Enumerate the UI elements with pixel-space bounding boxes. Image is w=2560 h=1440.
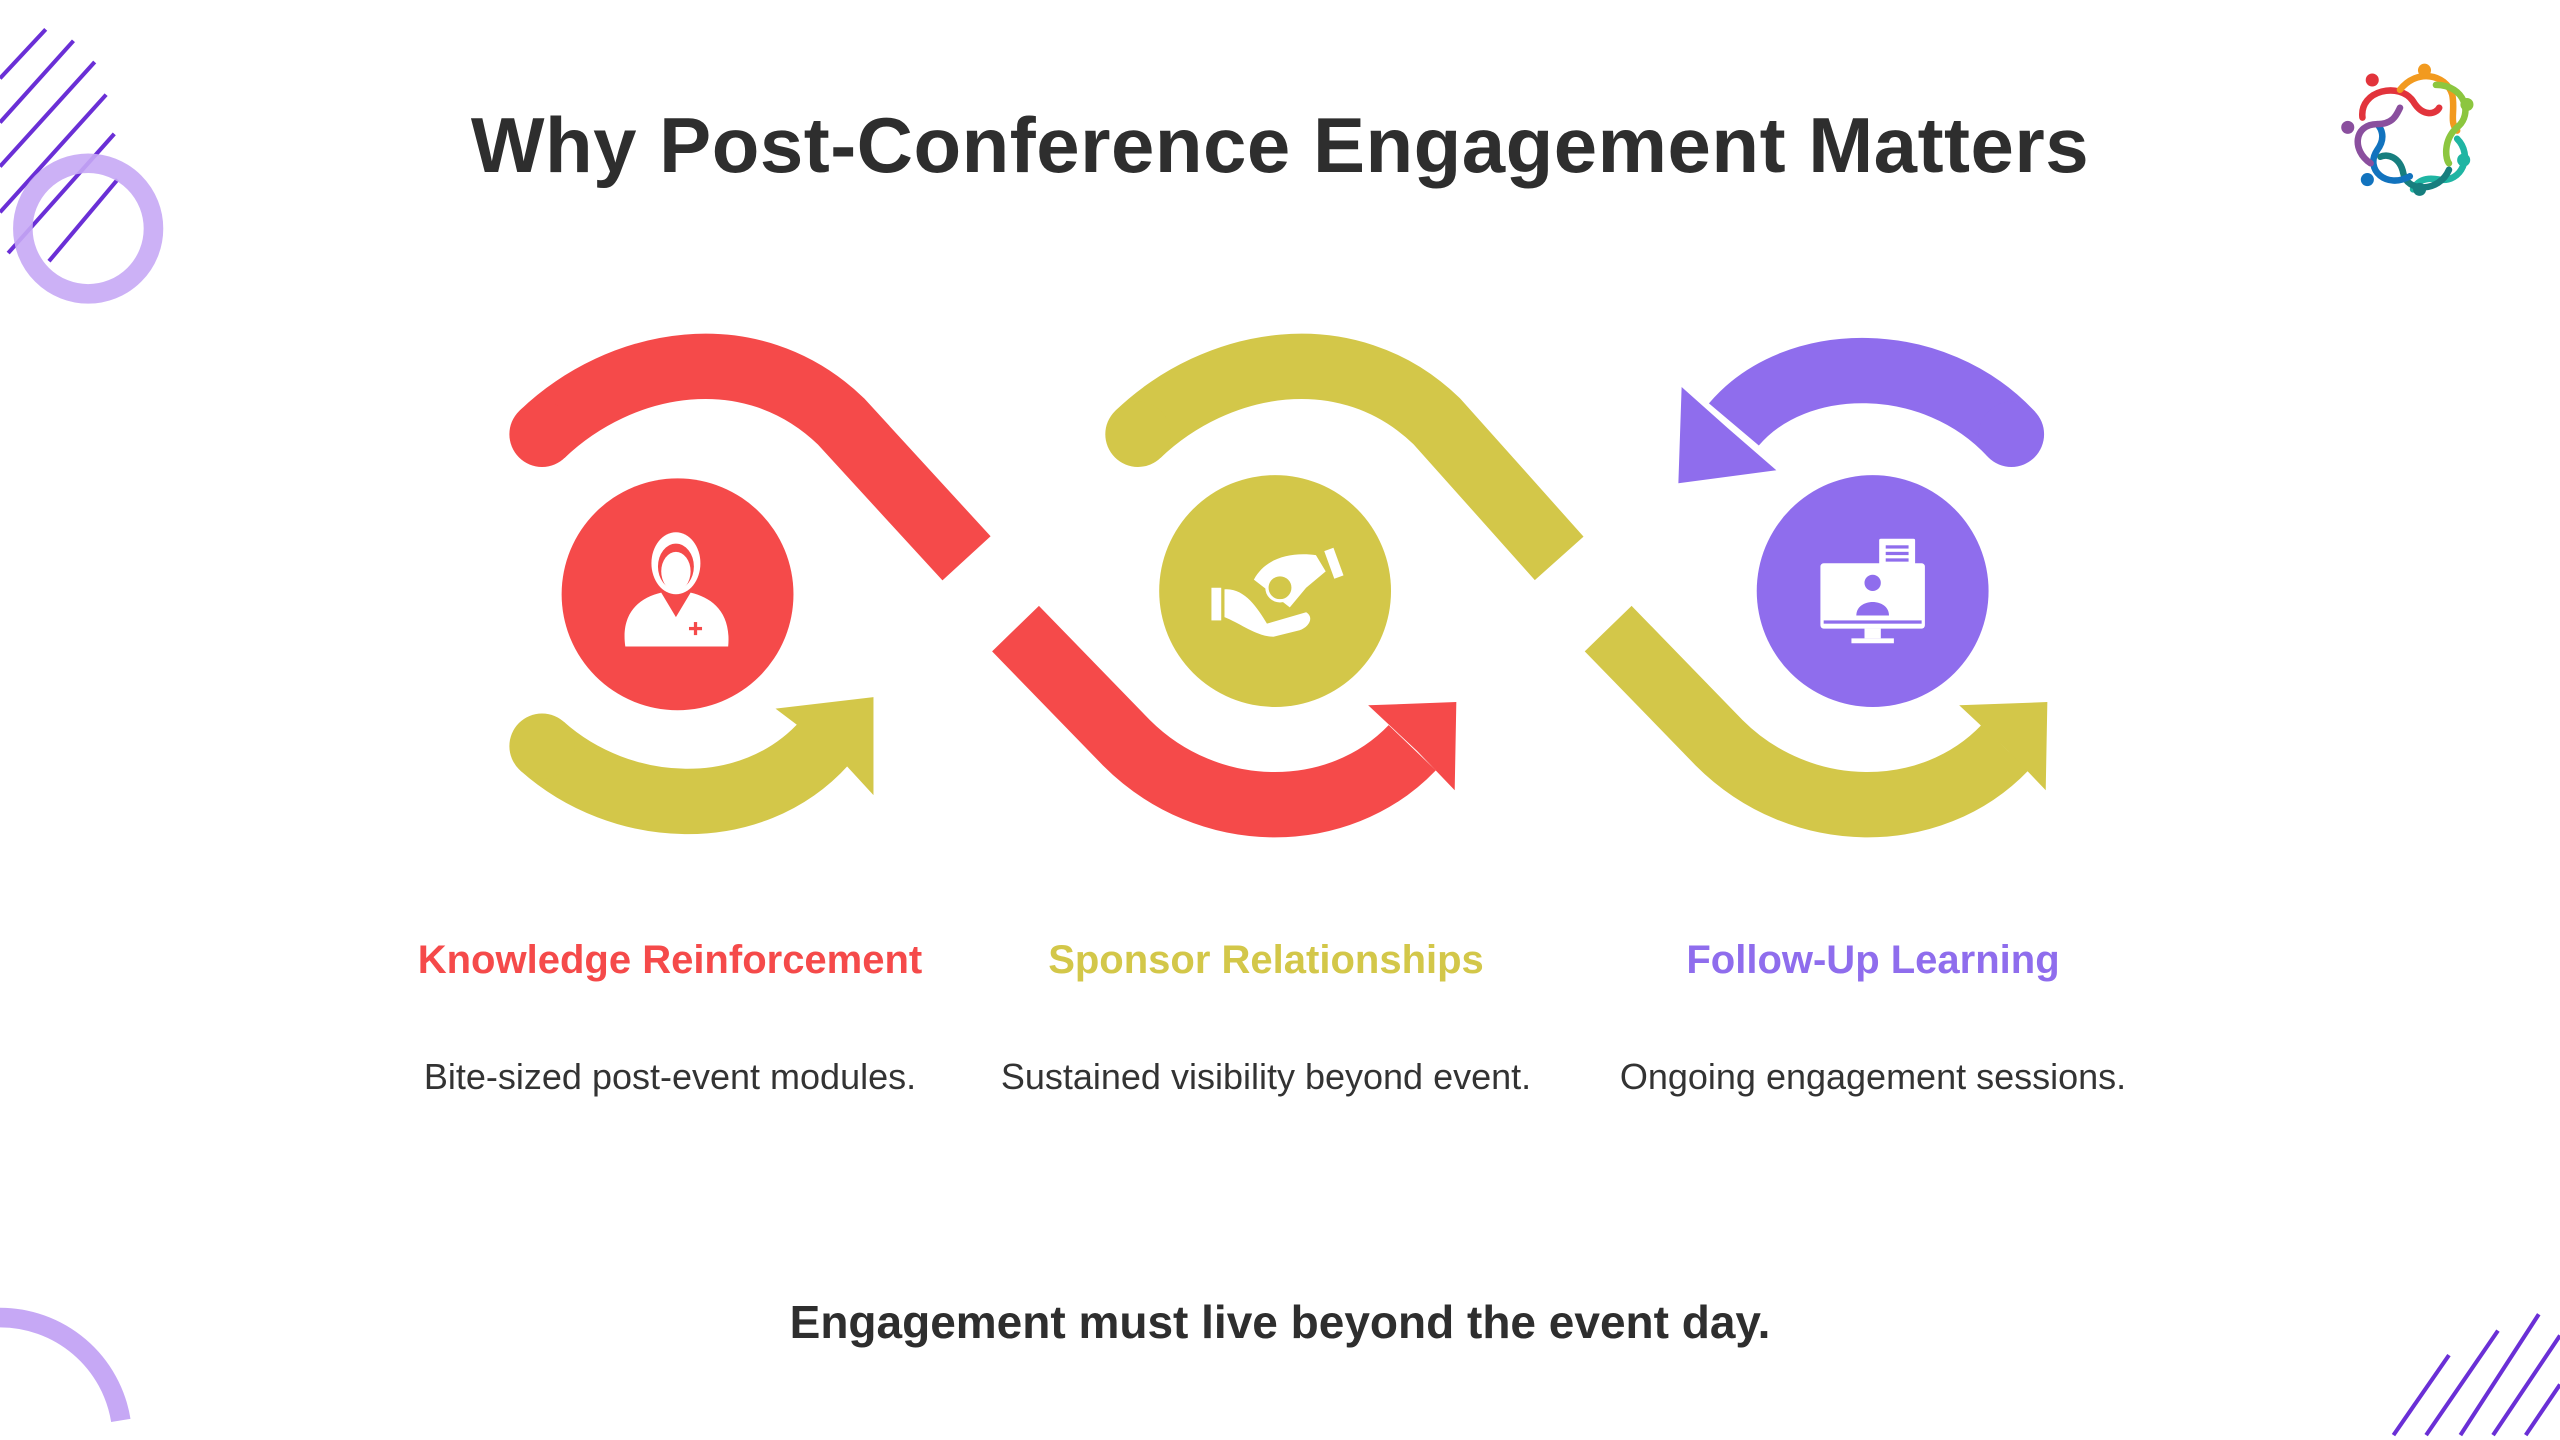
step-desc-sponsor: Sustained visibility beyond event.	[1000, 1056, 1532, 1097]
logo-people-circle	[2341, 63, 2474, 196]
arrowhead-yellow-2	[1959, 702, 2048, 791]
doctor-icon	[624, 532, 729, 647]
step-label-followup: Follow-Up Learning	[1686, 938, 2060, 982]
arc-purple-top	[1708, 337, 2036, 458]
arrowhead-yellow-1	[775, 697, 874, 796]
step-label-knowledge: Knowledge Reinforcement	[417, 938, 923, 982]
circle-knowledge	[561, 478, 794, 711]
ring-decoration-bottom-left	[0, 1307, 131, 1423]
arc-yellow-top	[1115, 333, 1584, 581]
arrowhead-purple	[1678, 386, 1777, 484]
arc-yellow-bottom-2	[1584, 605, 2029, 838]
page-title: Why Post-Conference Engagement Matters	[470, 101, 2090, 189]
step-label-sponsor: Sponsor Relationships	[1048, 938, 1484, 982]
step-desc-knowledge: Bite-sized post-event modules.	[423, 1056, 917, 1097]
footer-tagline: Engagement must live beyond the event da…	[789, 1296, 1771, 1348]
step-desc-followup: Ongoing engagement sessions.	[1619, 1056, 2127, 1097]
arc-red-bottom	[992, 605, 1436, 838]
stripes-decoration-bottom-right	[2391, 1313, 2560, 1437]
arc-red-top	[519, 333, 991, 581]
monitor-chat-icon	[1820, 538, 1925, 644]
arc-yellow-bottom-1	[520, 720, 849, 835]
hand-money-icon	[1211, 547, 1344, 637]
ring-decoration-top-left	[13, 153, 164, 304]
arrowhead-red	[1368, 702, 1457, 791]
